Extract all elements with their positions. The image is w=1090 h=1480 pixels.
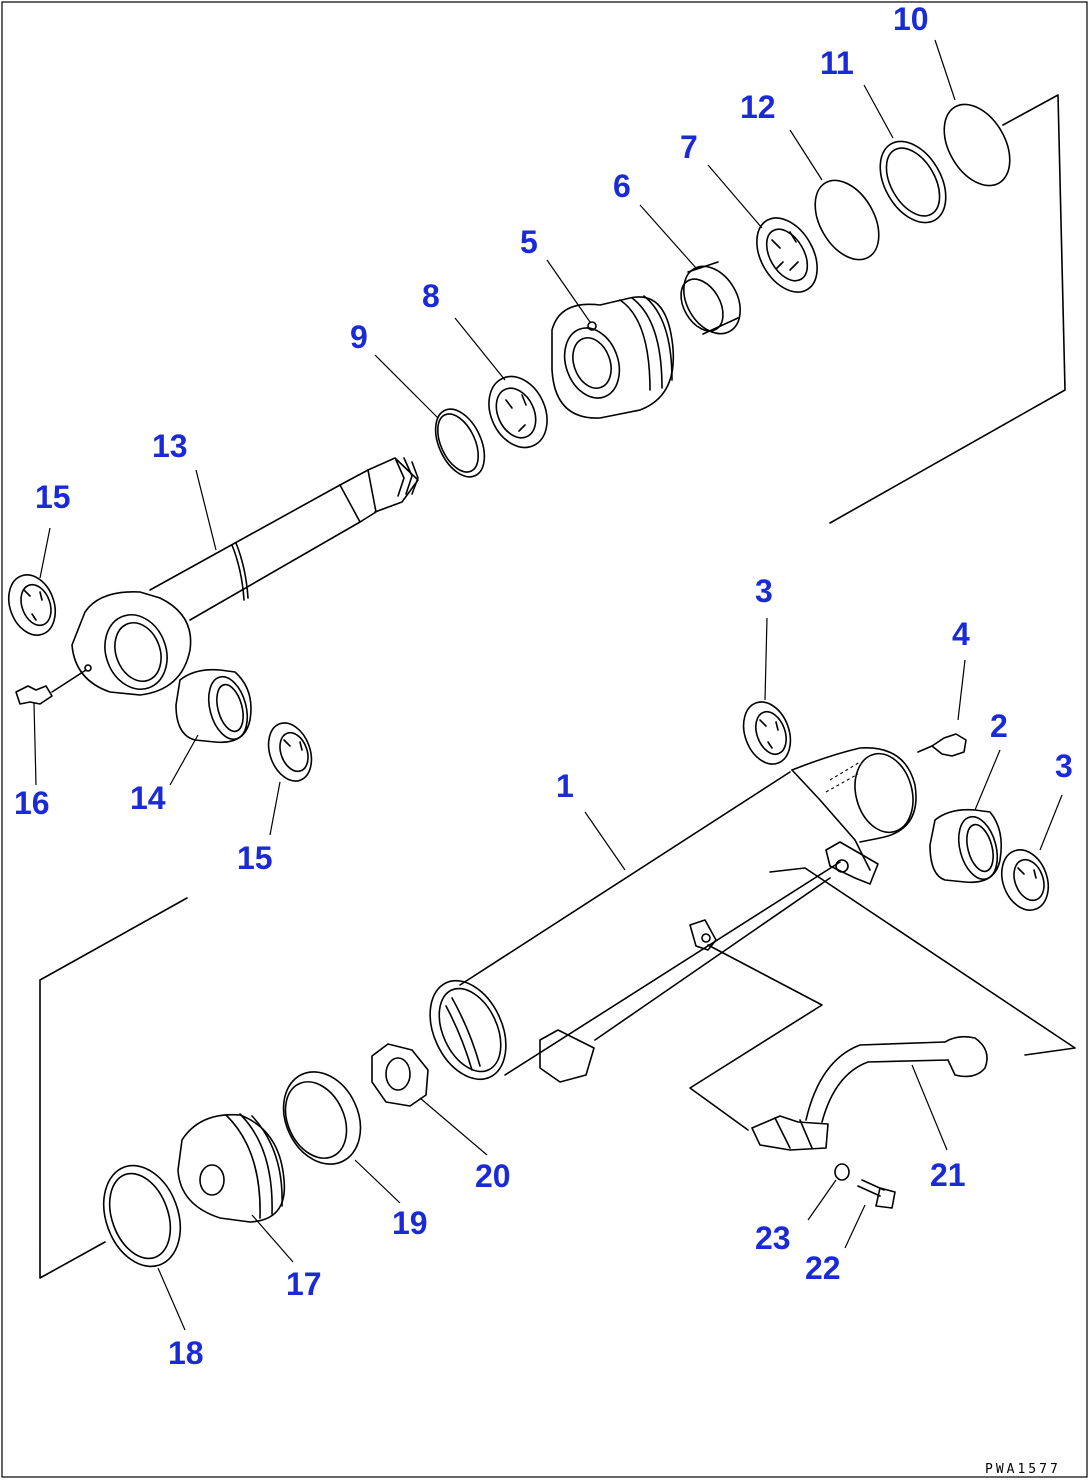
- callout-17: 17: [286, 1266, 322, 1302]
- part-6-bushing: [680, 261, 741, 335]
- callout-8: 8: [422, 278, 440, 314]
- part-18-piston-ring: [102, 1164, 182, 1268]
- callout-labels: 10 11 12 7 6 5 8 9 13 15 16 14 15 3 4 2 …: [14, 1, 1073, 1371]
- part-11-backup-ring: [879, 140, 947, 224]
- callout-9: 9: [350, 319, 368, 355]
- part-8-packing: [488, 375, 548, 449]
- piston-assembly-boundary: [39, 897, 188, 1279]
- callout-19: 19: [392, 1205, 428, 1241]
- callout-5: 5: [520, 224, 538, 260]
- part-13-piston-rod: [71, 457, 419, 696]
- part-14-bushing: [175, 668, 252, 744]
- drawing-code: PWA1577: [985, 1462, 1061, 1477]
- callout-12: 12: [740, 89, 776, 125]
- part-20-nut: [371, 1043, 429, 1107]
- callout-7: 7: [680, 129, 698, 165]
- part-12-o-ring: [814, 179, 880, 261]
- callout-18: 18: [168, 1335, 204, 1371]
- pipe-assembly-boundary: [594, 867, 1076, 1131]
- part-5-cylinder-head: [551, 295, 675, 419]
- part-22-bolt: [857, 1179, 896, 1209]
- part-2-bushing: [929, 808, 1003, 884]
- callout-15-lower: 15: [237, 840, 273, 876]
- rod-assembly-boundary: [829, 94, 1066, 524]
- callout-15-upper: 15: [35, 479, 71, 515]
- part-23-washer: [834, 1163, 850, 1181]
- part-19-wear-ring: [282, 1071, 362, 1165]
- part-21-tube: [751, 1035, 988, 1151]
- leader-lines: [33, 39, 1063, 1331]
- callout-1: 1: [556, 768, 574, 804]
- callout-6: 6: [613, 168, 631, 204]
- callout-21: 21: [930, 1157, 966, 1193]
- part-1-cylinder-tube: [429, 747, 917, 1083]
- part-15-dust-seal-upper: [7, 574, 57, 636]
- part-3-dust-seal-b: [1000, 849, 1050, 911]
- callout-13: 13: [152, 428, 188, 464]
- callout-2: 2: [990, 708, 1008, 744]
- part-16-grease-fitting: [15, 669, 87, 705]
- part-3-dust-seal-a: [742, 701, 792, 765]
- callout-20: 20: [475, 1158, 511, 1194]
- callout-14: 14: [130, 780, 166, 816]
- callout-23: 23: [755, 1220, 791, 1256]
- callout-11: 11: [820, 45, 854, 81]
- callout-16: 16: [14, 785, 50, 821]
- part-10-o-ring: [943, 103, 1011, 187]
- part-4-grease-fitting: [917, 733, 967, 757]
- callout-4: 4: [952, 616, 970, 652]
- callout-10: 10: [893, 1, 929, 37]
- part-17-piston: [177, 1113, 286, 1223]
- callout-3-right: 3: [1055, 748, 1073, 784]
- part-15-dust-seal-lower: [267, 722, 313, 782]
- part-9-snap-ring: [434, 408, 486, 478]
- callout-3-upper: 3: [755, 573, 773, 609]
- part-7-packing: [756, 217, 818, 293]
- callout-22: 22: [805, 1250, 841, 1286]
